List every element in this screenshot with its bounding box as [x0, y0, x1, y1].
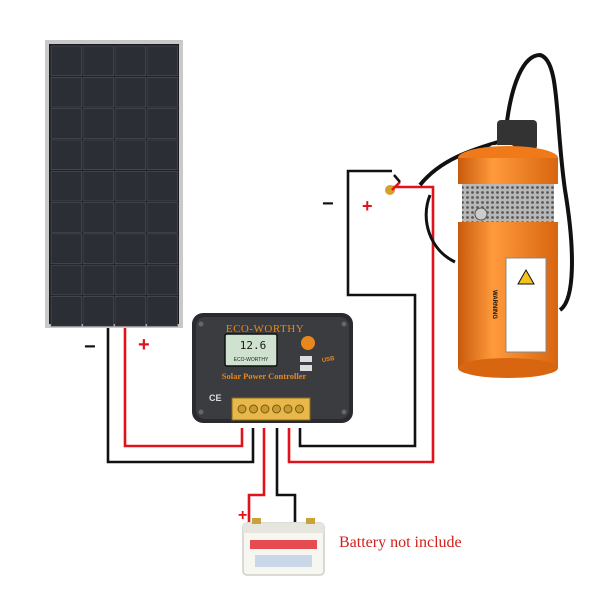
- lcd-brand: ECO-WORTHY: [233, 357, 269, 363]
- solar-cell: [82, 170, 114, 202]
- ce-mark: CE: [209, 393, 222, 403]
- solar-panel: [45, 40, 183, 328]
- pump-lead-negative: [393, 174, 401, 183]
- solar-cell: [82, 296, 114, 327]
- screw-icon: [341, 321, 347, 327]
- pump-negative-sign: −: [322, 193, 334, 215]
- water-pump: [385, 52, 574, 378]
- solar-cell: [146, 108, 178, 139]
- solar-cell: [146, 296, 178, 327]
- solar-cell: [114, 45, 146, 77]
- pump-cable: [503, 52, 574, 312]
- lcd-screen: [224, 333, 278, 367]
- solar-cell: [146, 264, 178, 296]
- terminal-screw-icon: [272, 404, 281, 414]
- battery-positive-wire: [247, 428, 266, 522]
- solar-cell: [82, 202, 114, 233]
- screw-icon: [341, 409, 347, 415]
- battery-negative-wire: [275, 428, 297, 522]
- solar-cell: [114, 202, 146, 233]
- wire-connector: [385, 185, 395, 195]
- solar-cell: [114, 296, 146, 327]
- panel-negative-wire: [106, 328, 255, 464]
- terminal-screw-icon: [295, 404, 304, 414]
- panel-positive-sign: +: [138, 334, 150, 356]
- solar-cell: [146, 139, 178, 170]
- warning-text: WARNING: [491, 290, 497, 319]
- battery-note: Battery not include: [339, 534, 462, 551]
- pump-positive-wire: [287, 185, 435, 464]
- solar-cell: [146, 45, 178, 77]
- solar-cell: [82, 45, 114, 77]
- solar-cell: [50, 139, 82, 170]
- solar-cell: [114, 139, 146, 170]
- solar-cell: [114, 170, 146, 202]
- solar-cell: [114, 233, 146, 264]
- screw-icon: [198, 321, 204, 327]
- solar-cell: [50, 108, 82, 139]
- controller-subtitle: Solar Power Controller: [221, 371, 307, 381]
- warning-triangle-icon: [517, 268, 535, 285]
- pump-bolt: [474, 207, 488, 221]
- battery-info-label: [255, 555, 312, 567]
- power-button[interactable]: [301, 336, 315, 350]
- solar-cell: [50, 77, 82, 108]
- solar-cell: [50, 296, 82, 327]
- solar-cell: [146, 77, 178, 108]
- solar-cell: [82, 264, 114, 296]
- wires: [106, 169, 435, 522]
- battery-positive-sign: +: [238, 507, 248, 524]
- solar-cell: [50, 170, 82, 202]
- panel-cells: [50, 45, 178, 327]
- usb-port: [300, 356, 312, 362]
- solar-cell: [82, 77, 114, 108]
- pump-negative-wire: [298, 169, 417, 448]
- solar-cell: [146, 202, 178, 233]
- controller-brand: ECO-WORTHY: [225, 323, 305, 335]
- pump-positive-sign: +: [362, 196, 373, 216]
- terminal-screw-icon: [283, 404, 293, 414]
- terminal-screw-icon: [237, 404, 247, 414]
- solar-cell: [114, 108, 146, 139]
- charge-controller: [192, 313, 353, 423]
- solar-cell: [146, 170, 178, 202]
- pump-bottom: [458, 358, 558, 378]
- pump-cable: [418, 138, 506, 187]
- terminal-screws: [237, 404, 304, 414]
- screw-icon: [198, 409, 204, 415]
- pump-collar: [458, 158, 558, 184]
- solar-cell: [50, 233, 82, 264]
- lcd-reading: 12.6: [239, 339, 267, 352]
- panel-negative-sign: −: [84, 336, 96, 358]
- battery: [242, 518, 325, 576]
- terminal-screw-icon: [249, 404, 258, 414]
- battery-brand-stripe: [250, 540, 317, 549]
- pump-lead-positive: [391, 181, 401, 191]
- battery-lid: [243, 523, 324, 533]
- pump-cable: [424, 194, 456, 264]
- solar-cell: [146, 233, 178, 264]
- terminal-screw-icon: [260, 404, 270, 414]
- solar-cell: [50, 264, 82, 296]
- solar-cell: [50, 45, 82, 77]
- solar-cell: [82, 139, 114, 170]
- solar-cell: [50, 202, 82, 233]
- pump-cap: [497, 120, 537, 150]
- usb-port: [300, 365, 312, 371]
- solar-cell: [82, 233, 114, 264]
- solar-cell: [114, 77, 146, 108]
- battery-terminal-positive: [252, 518, 261, 524]
- solar-cell: [114, 264, 146, 296]
- terminal-block: [231, 397, 311, 421]
- battery-terminal-negative: [306, 518, 315, 524]
- panel-positive-wire: [123, 328, 244, 448]
- solar-cell: [82, 108, 114, 139]
